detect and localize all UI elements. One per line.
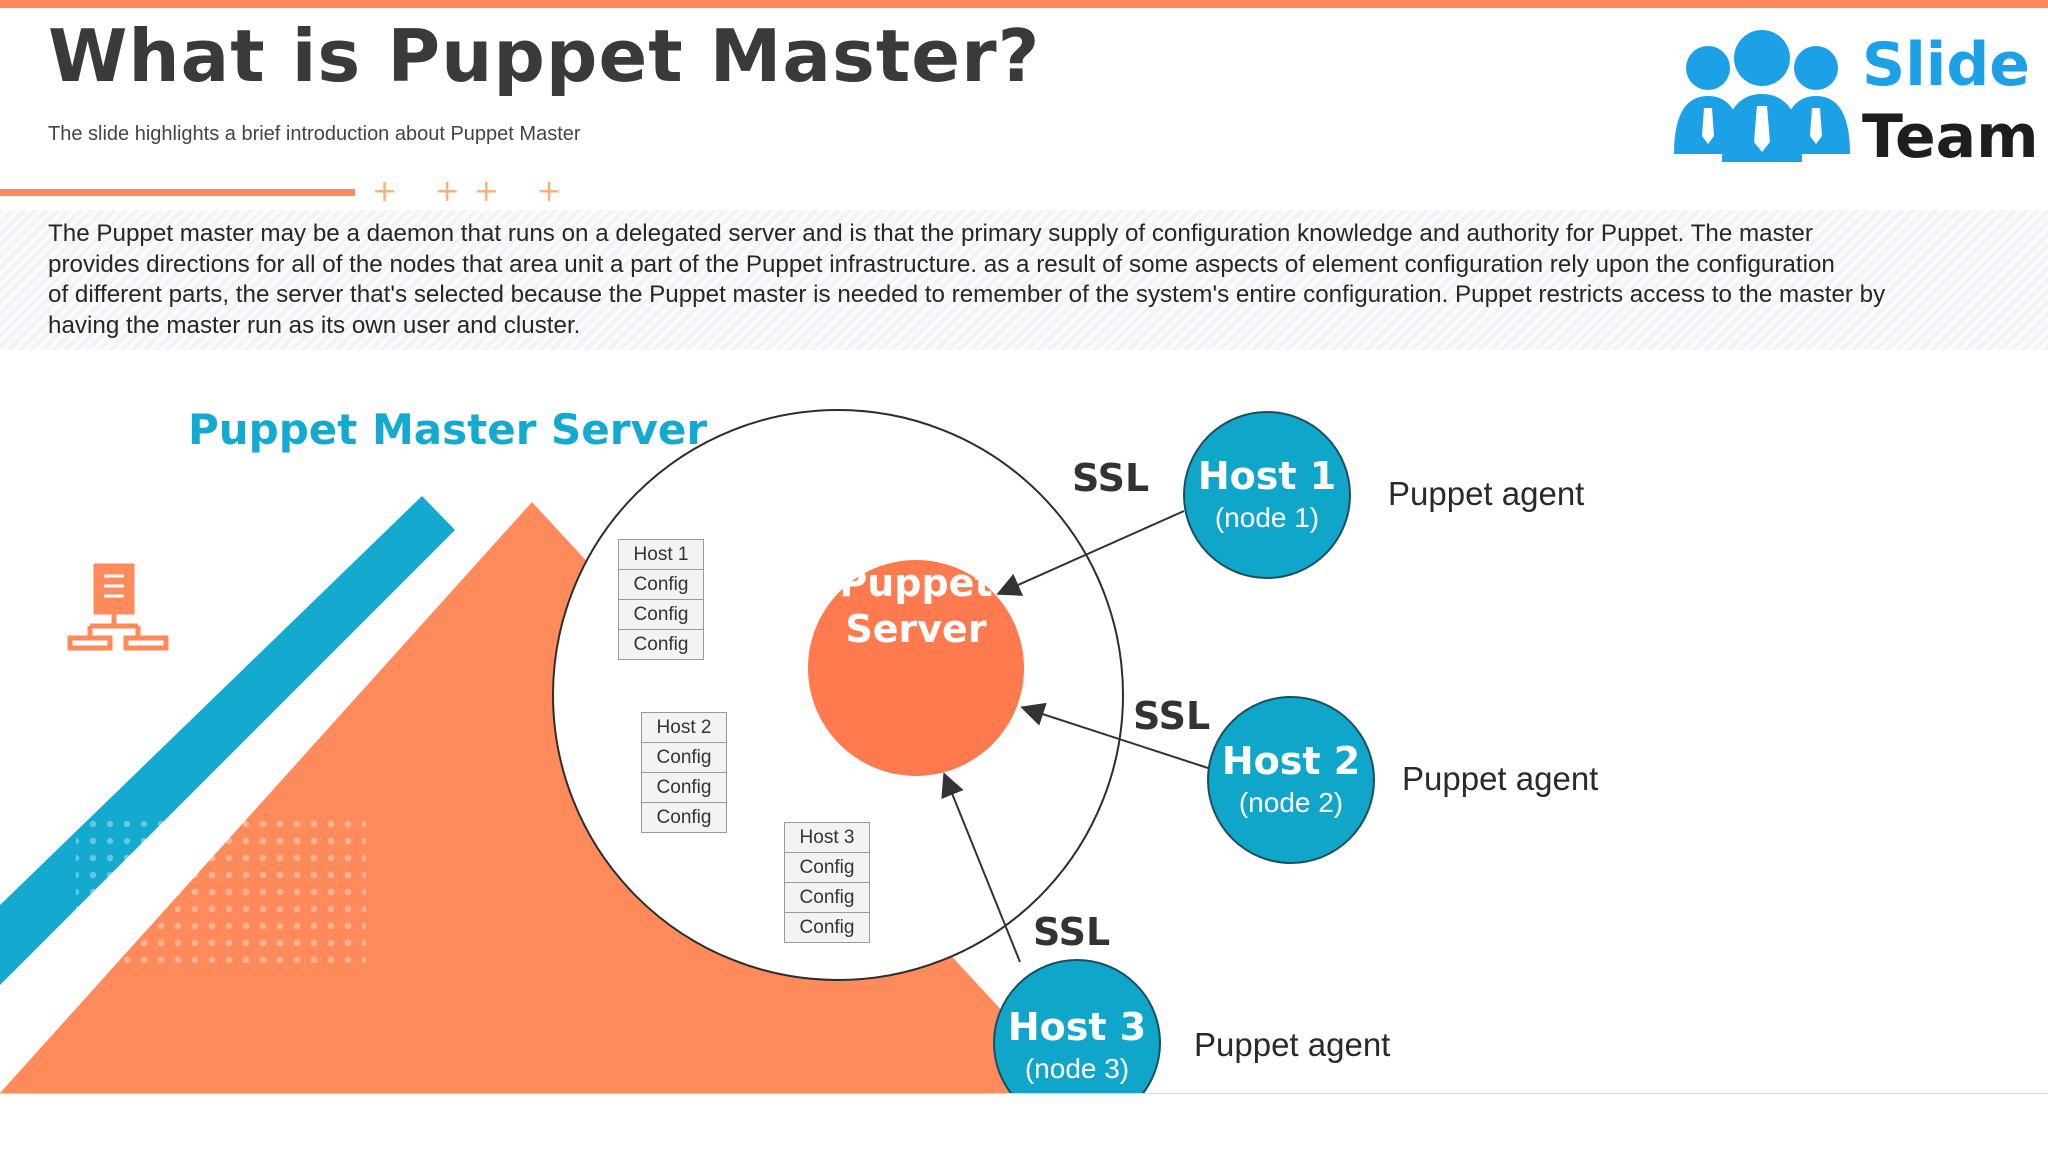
- page-subtitle: The slide highlights a brief introductio…: [48, 123, 581, 145]
- host-1-node[interactable]: [1183, 411, 1351, 579]
- host-1-node-label: (node 1): [1214, 502, 1320, 533]
- config-row: Config: [785, 883, 869, 913]
- ssl-arrow-host-2: [1020, 702, 1209, 769]
- puppet-server-label: Puppet Server: [839, 561, 993, 651]
- config-table-host-3: Host 3 Config Config Config: [784, 822, 870, 943]
- config-table-host-1: Host 1 Config Config Config: [618, 539, 704, 660]
- host-3-node-label: (node 3): [1024, 1053, 1130, 1084]
- config-row: Config: [785, 853, 869, 883]
- logo-text-team: Team: [1862, 102, 2039, 172]
- config-row: Config: [619, 630, 703, 659]
- config-row: Config: [619, 570, 703, 600]
- host-1-title: Host 1: [1197, 454, 1337, 498]
- plus-decoration: + ++ +: [372, 174, 576, 209]
- server-network-icon: [67, 563, 169, 651]
- section-title: Puppet Master Server: [188, 405, 708, 454]
- top-accent-bar: [0, 0, 2048, 8]
- page-title: What is Puppet Master?: [48, 14, 1041, 98]
- logo-text-slide: Slide: [1862, 30, 2030, 100]
- bottom-divider: [0, 1093, 2048, 1094]
- puppet-server-node: [808, 560, 1024, 776]
- config-row: Config: [785, 913, 869, 942]
- bottom-whitespace: [0, 1094, 2048, 1152]
- host-3-role: Puppet agent: [1194, 1026, 1391, 1063]
- intro-background: [0, 210, 2048, 350]
- host-2-title: Host 2: [1221, 739, 1361, 783]
- config-row: Config: [642, 743, 726, 773]
- ssl-label-host-2: SSL: [1133, 694, 1211, 738]
- ssl-label-host-1: SSL: [1072, 456, 1150, 500]
- config-row: Host 2: [642, 713, 726, 743]
- config-row: Config: [642, 803, 726, 832]
- config-row: Host 1: [619, 540, 703, 570]
- dot-pattern: [76, 815, 366, 963]
- host-2-role: Puppet agent: [1402, 760, 1599, 797]
- ssl-arrow-host-1: [996, 510, 1185, 596]
- host-2-node-label: (node 2): [1238, 787, 1344, 818]
- title-underline: [0, 189, 355, 196]
- config-row: Config: [642, 773, 726, 803]
- ssl-label-host-3: SSL: [1033, 910, 1111, 954]
- team-logo-icon: [1674, 30, 1850, 162]
- host-3-title: Host 3: [1007, 1005, 1147, 1049]
- config-row: Config: [619, 600, 703, 630]
- host-2-node[interactable]: [1207, 696, 1375, 864]
- config-table-host-2: Host 2 Config Config Config: [641, 712, 727, 833]
- intro-paragraph: The Puppet master may be a daemon that r…: [48, 220, 1886, 339]
- host-1-role: Puppet agent: [1388, 475, 1585, 512]
- ssl-arrow-host-3: [941, 772, 1021, 963]
- config-row: Host 3: [785, 823, 869, 853]
